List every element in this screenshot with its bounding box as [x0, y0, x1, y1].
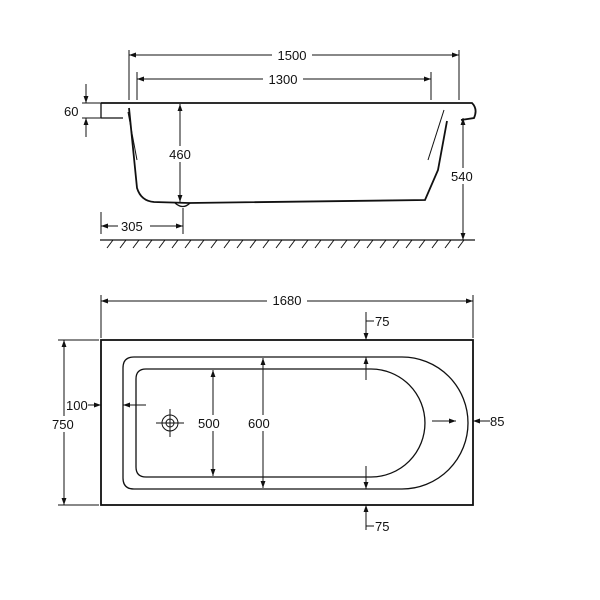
tub-side-profile	[100, 102, 477, 208]
tub-rim-outline	[122, 356, 469, 490]
dim-540-label: 540	[451, 169, 473, 184]
dim-end-margin: 100	[66, 398, 146, 413]
dim-waste-offset: 305	[100, 208, 184, 234]
dim-rim-end: 85	[432, 414, 504, 429]
dim-overall-length-plan: 1680	[100, 292, 474, 338]
drain-icon	[156, 409, 184, 437]
dim-500-label: 500	[198, 416, 220, 431]
dim-overall-length-side: 1500	[128, 46, 460, 100]
plan-view: 1680 750 100 500 600	[50, 292, 504, 534]
dim-460-label: 460	[169, 147, 191, 162]
tub-basin-outline	[135, 368, 426, 478]
dim-60-label: 60	[64, 104, 78, 119]
dim-600-label: 600	[248, 416, 270, 431]
dim-85-label: 85	[490, 414, 504, 429]
dim-100-label: 100	[66, 398, 88, 413]
dim-rim-inner-width: 600	[248, 358, 278, 488]
dim-75-bottom-label: 75	[375, 519, 389, 534]
dim-75-top-label: 75	[375, 314, 389, 329]
dim-total-height: 540	[448, 118, 478, 240]
dim-rim-bottom: 75	[363, 466, 389, 534]
dim-1300-label: 1300	[269, 72, 298, 87]
dim-305-label: 305	[121, 219, 143, 234]
dim-750-label: 750	[52, 417, 74, 432]
dim-inner-depth: 460	[164, 104, 196, 202]
dim-1680-label: 1680	[273, 293, 302, 308]
side-view: 1500 1300 60 460 540	[64, 46, 478, 249]
dim-overall-width: 750	[50, 339, 99, 506]
dim-rim-top: 75	[363, 312, 389, 380]
dim-rim-height: 60	[64, 84, 101, 137]
floor-hatch	[100, 239, 475, 249]
dim-1500-label: 1500	[278, 48, 307, 63]
dim-inner-length-side: 1300	[136, 71, 432, 100]
dim-inner-width: 500	[198, 370, 228, 476]
